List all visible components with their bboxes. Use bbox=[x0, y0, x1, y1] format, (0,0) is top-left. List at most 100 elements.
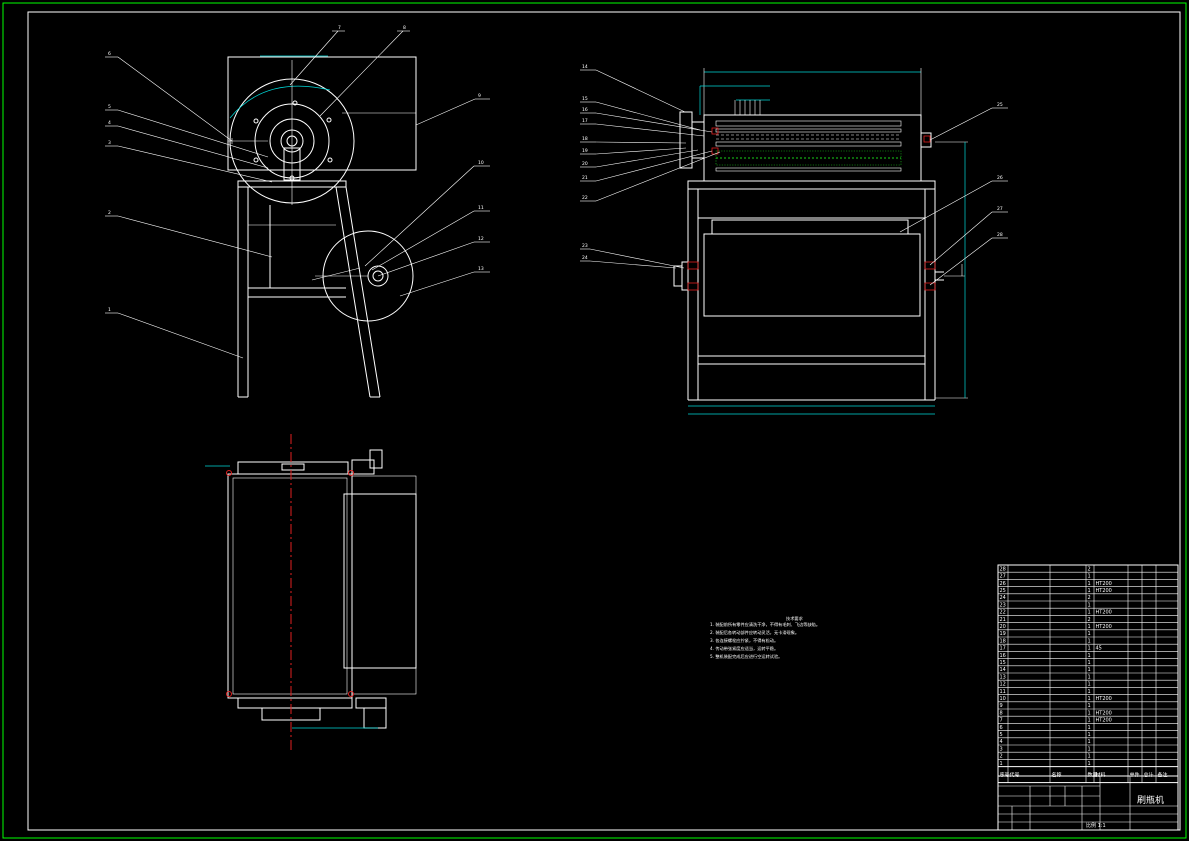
bom-cell: 23 bbox=[1000, 602, 1006, 608]
balloon-front: 22 bbox=[582, 195, 588, 201]
balloon-side: 9 bbox=[478, 93, 481, 99]
bom-cell: 9 bbox=[1000, 703, 1003, 709]
bom-header-cell: 数量 bbox=[1088, 772, 1098, 779]
bom-cell: 1 bbox=[1088, 710, 1091, 716]
bom-cell: 1 bbox=[1088, 703, 1091, 709]
bom-cell: 16 bbox=[1000, 653, 1006, 659]
balloon-side: 8 bbox=[403, 25, 406, 31]
bom-cell: 15 bbox=[1000, 660, 1006, 666]
bom-cell: 2 bbox=[1000, 754, 1003, 760]
bom-cell: 17 bbox=[1000, 646, 1006, 652]
bom-header-cell: 序号 bbox=[1000, 772, 1010, 779]
bom-cell: 45 bbox=[1096, 646, 1102, 652]
balloon-side: 10 bbox=[478, 160, 484, 166]
front-view-balloons: 14 15 16 17 18 19 20 21 22 23 24 25 26 2… bbox=[582, 64, 1003, 261]
bom-cell: 1 bbox=[1088, 667, 1091, 673]
bom-cell: 1 bbox=[1088, 588, 1091, 594]
bom-cell: 1 bbox=[1088, 696, 1091, 702]
front-view bbox=[673, 68, 968, 415]
bom-header-cell: 总计 bbox=[1144, 772, 1154, 779]
bom-cell: 2 bbox=[1088, 566, 1091, 572]
bom-cell: 1 bbox=[1000, 761, 1003, 767]
side-view bbox=[227, 55, 417, 398]
bom-cell: 1 bbox=[1088, 754, 1091, 760]
balloon-front: 14 bbox=[582, 64, 588, 70]
bom-cell: 18 bbox=[1000, 638, 1006, 644]
balloon-side: 4 bbox=[108, 120, 111, 126]
tech-note-line: 2. 装配后各转动部件应转动灵活，无卡滞现象。 bbox=[710, 629, 799, 636]
tech-note-line: 4. 传动带张紧度应适当，运转平稳。 bbox=[710, 645, 778, 652]
bom-cell: 24 bbox=[1000, 595, 1006, 601]
drawing-name: 刷瓶机 bbox=[1137, 794, 1164, 806]
bom-cell: 1 bbox=[1088, 581, 1091, 587]
bom-frame bbox=[997, 564, 1179, 784]
tech-note-line: 3. 各连接螺栓应拧紧，不得有松动。 bbox=[710, 637, 778, 644]
bom-header-cell: 材料 bbox=[1096, 772, 1106, 779]
balloon-front: 25 bbox=[997, 102, 1003, 108]
bom-cell: 14 bbox=[1000, 667, 1006, 673]
balloon-side: 13 bbox=[478, 266, 484, 272]
balloon-side: 1 bbox=[108, 307, 111, 313]
bom-cell: 19 bbox=[1000, 631, 1006, 637]
bom-header-cell: 名称 bbox=[1052, 772, 1062, 779]
bom-cell: 1 bbox=[1088, 631, 1091, 637]
bom-cell: 6 bbox=[1000, 725, 1003, 731]
bom-cell: 3 bbox=[1000, 746, 1003, 752]
bom-cell: 1 bbox=[1088, 624, 1091, 630]
bom-cell: 13 bbox=[1000, 674, 1006, 680]
brush-bristles-green bbox=[715, 150, 902, 166]
tech-note-line: 5. 整机装配完成后应进行空运转试验。 bbox=[710, 653, 782, 660]
bom-cell: 1 bbox=[1088, 725, 1091, 731]
front-view-leaders bbox=[580, 69, 1008, 286]
bom-cell: 1 bbox=[1088, 761, 1091, 767]
bom-cell: 1 bbox=[1088, 646, 1091, 652]
balloon-side: 2 bbox=[108, 210, 111, 216]
balloon-front: 24 bbox=[582, 255, 588, 261]
side-view-balloons: 6 7 8 5 4 3 2 9 1 10 11 12 13 bbox=[108, 25, 484, 313]
balloon-front: 18 bbox=[582, 136, 588, 142]
balloon-front: 23 bbox=[582, 243, 588, 249]
lower-roller-top bbox=[343, 493, 417, 669]
bom-cell: 10 bbox=[1000, 696, 1006, 702]
balloon-side: 12 bbox=[478, 236, 484, 242]
balloon-front: 15 bbox=[582, 96, 588, 102]
bom-cell: 1 bbox=[1088, 653, 1091, 659]
technical-notes: 技术要求 1. 装配前所有零件应清洗干净，不得有毛刺、飞边等缺陷。 2. 装配后… bbox=[710, 615, 820, 660]
bom-cell: 8 bbox=[1000, 710, 1003, 716]
bom-cell: HT200 bbox=[1096, 624, 1112, 630]
title-block: 刷瓶机 比例 1:1 bbox=[997, 775, 1179, 831]
lower-roller bbox=[703, 233, 921, 317]
bom-cell: 7 bbox=[1000, 718, 1003, 724]
bom-cell: 1 bbox=[1088, 718, 1091, 724]
bom-cell: HT200 bbox=[1096, 610, 1112, 616]
bom-cell: 2 bbox=[1088, 617, 1091, 623]
bom-header-cell: 单件 bbox=[1130, 772, 1140, 779]
bom-cell: 20 bbox=[1000, 624, 1006, 630]
upper-brush-rollers bbox=[715, 120, 902, 172]
bom-cell: HT200 bbox=[1096, 581, 1112, 587]
inner-frame bbox=[27, 11, 1181, 831]
balloon-front: 28 bbox=[997, 232, 1003, 238]
bom-cell: 1 bbox=[1088, 610, 1091, 616]
bom-cell: 5 bbox=[1000, 732, 1003, 738]
bom-cell: 1 bbox=[1088, 638, 1091, 644]
balloon-front: 26 bbox=[997, 175, 1003, 181]
bom-cell: 27 bbox=[1000, 574, 1006, 580]
balloon-side: 11 bbox=[478, 205, 484, 211]
bom-cell: HT200 bbox=[1096, 718, 1112, 724]
brush-drum-top bbox=[227, 473, 353, 699]
bom-cell: 12 bbox=[1000, 682, 1006, 688]
bom-cell: 21 bbox=[1000, 617, 1006, 623]
bom-cell: 1 bbox=[1088, 602, 1091, 608]
balloon-side: 3 bbox=[108, 140, 111, 146]
bom-cell: 1 bbox=[1088, 746, 1091, 752]
tech-notes-title: 技术要求 bbox=[786, 615, 804, 622]
bom-cell: HT200 bbox=[1096, 710, 1112, 716]
bom-header-cell: 备注 bbox=[1158, 772, 1168, 779]
bom-cell: 26 bbox=[1000, 581, 1006, 587]
bom-header-cell: 代号 bbox=[1010, 772, 1020, 779]
bom-cell: 1 bbox=[1088, 574, 1091, 580]
bom-cell: 4 bbox=[1000, 739, 1003, 745]
balloon-front: 19 bbox=[582, 148, 588, 154]
